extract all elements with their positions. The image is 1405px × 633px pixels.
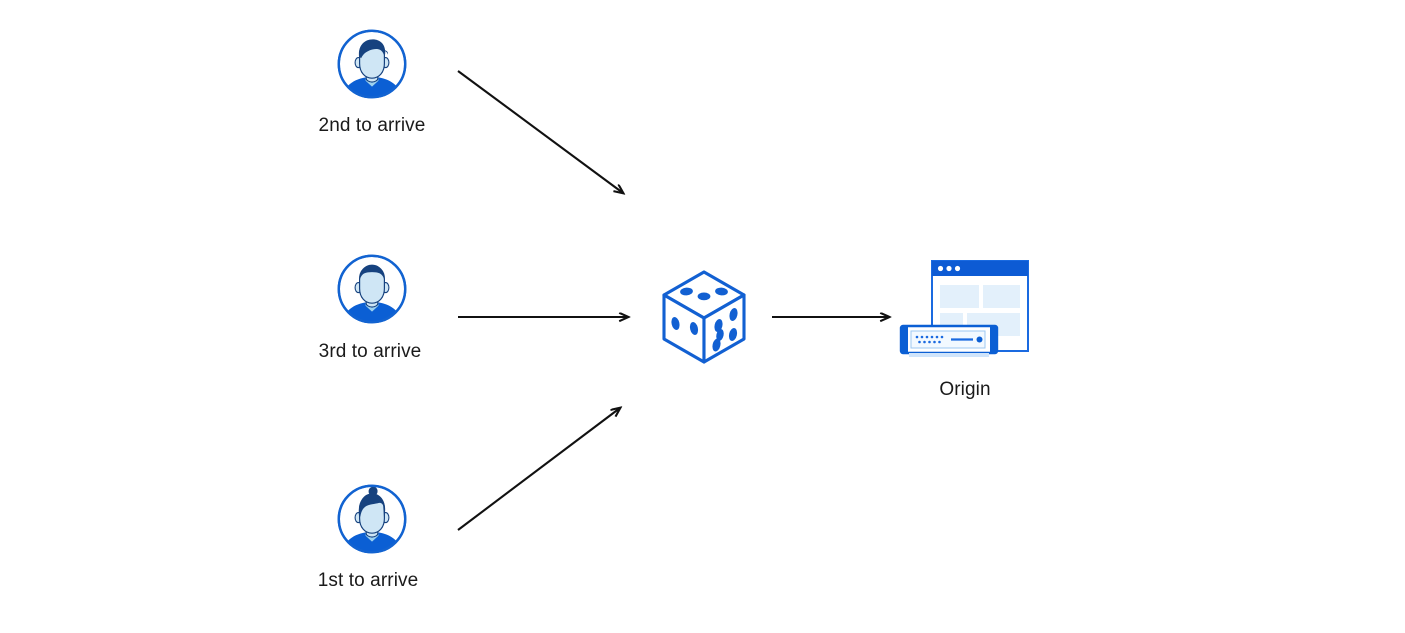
node-client-1[interactable] (335, 482, 409, 556)
node-label-client-3: 3rd to arrive (318, 341, 422, 362)
node-label-origin: Origin (939, 379, 991, 400)
node-label-client-2: 2nd to arrive (318, 115, 426, 136)
node-origin[interactable] (898, 258, 1029, 358)
user-avatar-icon (337, 254, 407, 324)
node-randomizer[interactable] (658, 268, 750, 366)
user-avatar-icon (337, 484, 407, 554)
node-client-3[interactable] (335, 252, 409, 326)
dice-icon (662, 270, 746, 364)
node-label-client-1: 1st to arrive (317, 570, 419, 591)
user-avatar-icon (337, 29, 407, 99)
origin-server-icon (899, 260, 1029, 357)
router-appliance (899, 324, 999, 357)
node-client-2[interactable] (335, 27, 409, 101)
arrow-client1-to-dice (457, 408, 620, 531)
